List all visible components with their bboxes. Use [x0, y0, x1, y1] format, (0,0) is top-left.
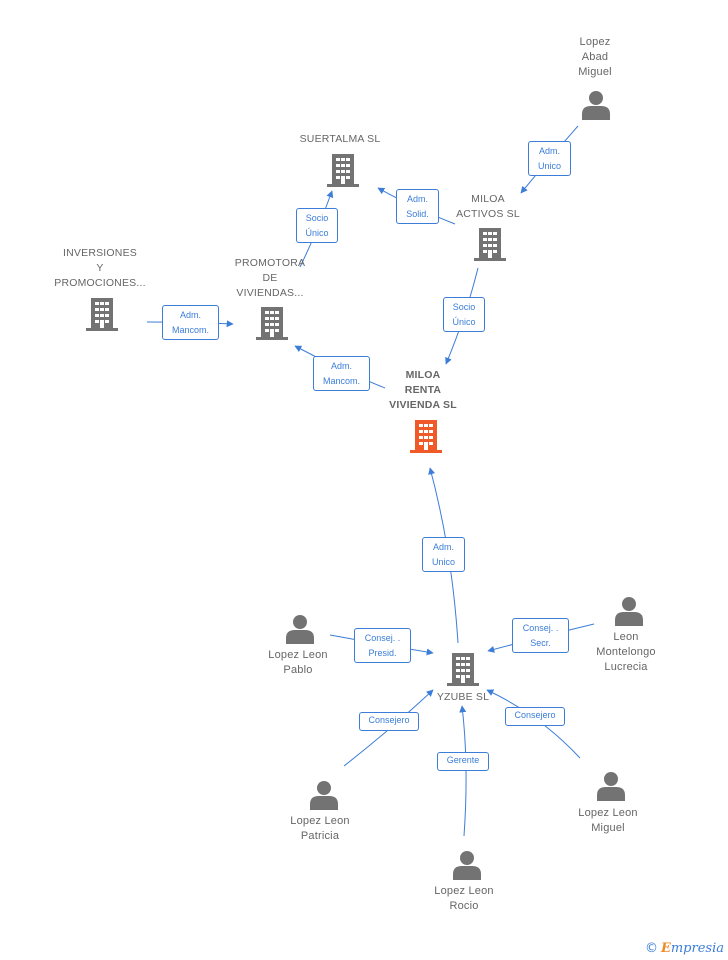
- empresia-logo: ©Empresia: [645, 941, 724, 956]
- node-label-yzube[interactable]: YZUBE SL: [436, 691, 490, 703]
- node-label-lopez-leon-pablo[interactable]: Lopez Leon Pablo: [268, 649, 328, 676]
- node-label-inversiones[interactable]: INVERSIONES Y PROMOCIONES...: [54, 247, 146, 289]
- building-icon-promotora[interactable]: [256, 306, 288, 345]
- copyright-icon: ©: [644, 941, 658, 956]
- node-label-miloa-activos[interactable]: MILOA ACTIVOS SL: [456, 193, 520, 220]
- building-icon-yzube[interactable]: [447, 652, 479, 691]
- node-label-lopez-abad-miguel[interactable]: Lopez Abad Miguel: [578, 36, 612, 78]
- edge-label-yzube-renta: Adm. Unico: [422, 537, 465, 572]
- person-icon-lopez-leon-miguel[interactable]: [597, 771, 625, 806]
- brand-name: mpresia: [670, 941, 724, 956]
- person-icon-lopez-leon-patricia[interactable]: [310, 780, 338, 815]
- building-icon-miloa-activos[interactable]: [474, 227, 506, 266]
- edge-label-miguel-yzube: Consejero: [505, 707, 565, 726]
- edge-label-abad-activos: Adm. Unico: [528, 141, 571, 176]
- edge-label-rocio-yzube: Gerente: [437, 752, 489, 771]
- person-icon-lopez-leon-rocio[interactable]: [453, 850, 481, 885]
- node-label-lopez-leon-patricia[interactable]: Lopez Leon Patricia: [290, 815, 350, 842]
- brand-initial: E: [660, 941, 671, 956]
- edge-label-lucrecia-yzube: Consej. . Secr.: [512, 618, 569, 653]
- edge-rocio-yzube: [459, 705, 467, 837]
- edge-label-activos-suertalma: Adm. Solid.: [396, 189, 439, 224]
- edge-label-patricia-yzube: Consejero: [359, 712, 419, 731]
- person-icon-leon-montelongo[interactable]: [615, 596, 643, 631]
- edge-label-inversiones-promotora: Adm. Mancom.: [162, 305, 219, 340]
- edge-label-promotora-suertalma: Socio Único: [296, 208, 338, 243]
- node-label-miloa-renta[interactable]: MILOA RENTA VIVIENDA SL: [389, 369, 457, 411]
- node-label-lopez-leon-miguel[interactable]: Lopez Leon Miguel: [578, 807, 638, 834]
- node-label-lopez-leon-rocio[interactable]: Lopez Leon Rocio: [434, 885, 494, 912]
- building-icon-inversiones[interactable]: [86, 297, 118, 336]
- edge-label-pablo-yzube: Consej. . Presid.: [354, 628, 411, 663]
- person-icon-lopez-abad-miguel[interactable]: [582, 90, 610, 125]
- node-label-leon-montelongo[interactable]: Leon Montelongo Lucrecia: [596, 631, 656, 673]
- node-label-suertalma[interactable]: SUERTALMA SL: [299, 133, 381, 145]
- building-icon-miloa-renta[interactable]: [410, 419, 442, 458]
- edge-label-activos-renta: Socio Único: [443, 297, 485, 332]
- building-icon-suertalma[interactable]: [327, 153, 359, 192]
- person-icon-lopez-leon-pablo[interactable]: [286, 614, 314, 649]
- node-label-promotora[interactable]: PROMOTORA DE VIVIENDAS...: [234, 257, 306, 299]
- edge-label-renta-promotora: Adm. Mancom.: [313, 356, 370, 391]
